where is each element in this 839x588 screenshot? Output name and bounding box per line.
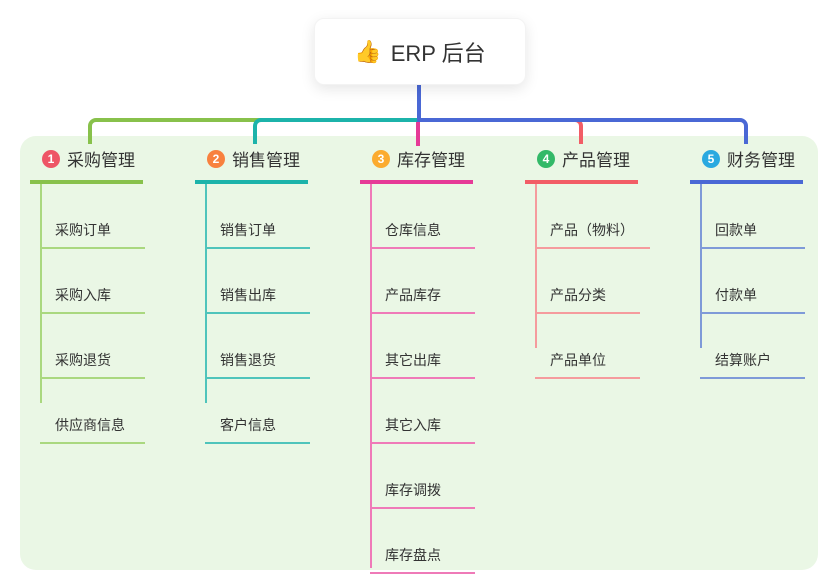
- branch-采购管理: 1 采购管理采购订单采购入库采购退货供应商信息: [30, 146, 145, 444]
- child-node[interactable]: 库存调拨: [370, 444, 475, 509]
- branch-number-badge: 1: [42, 149, 60, 168]
- branch-connector: [253, 118, 419, 144]
- child-node[interactable]: 产品分类: [535, 249, 640, 314]
- children-connector-line: [205, 184, 207, 403]
- branches-background-panel: [20, 136, 818, 570]
- child-node[interactable]: 其它出库: [370, 314, 475, 379]
- branch-node[interactable]: 2 销售管理: [195, 146, 308, 184]
- branch-财务管理: 5 财务管理回款单付款单结算账户: [690, 146, 805, 379]
- branch-number-badge: 3: [372, 149, 390, 168]
- branch-label: 库存管理: [397, 151, 465, 170]
- child-node[interactable]: 回款单: [700, 184, 805, 249]
- child-node[interactable]: 销售订单: [205, 184, 310, 249]
- child-node[interactable]: 付款单: [700, 249, 805, 314]
- branch-children: 产品（物料）产品分类产品单位: [535, 184, 650, 379]
- child-node[interactable]: 销售出库: [205, 249, 310, 314]
- branch-connector: [88, 118, 419, 144]
- child-node[interactable]: 产品单位: [535, 314, 640, 379]
- children-connector-line: [700, 184, 702, 348]
- children-connector-line: [40, 184, 42, 403]
- children-connector-line: [535, 184, 537, 348]
- branch-children: 仓库信息产品库存其它出库其它入库库存调拨库存盘点出库库明细: [370, 184, 475, 588]
- branch-number-badge: 4: [537, 149, 555, 168]
- child-node[interactable]: 采购退货: [40, 314, 145, 379]
- branch-销售管理: 2 销售管理销售订单销售出库销售退货客户信息: [195, 146, 310, 444]
- branch-node[interactable]: 1 采购管理: [30, 146, 143, 184]
- branch-label: 财务管理: [727, 151, 795, 170]
- root-connector: [417, 83, 421, 122]
- branch-label: 销售管理: [232, 151, 300, 170]
- branch-node[interactable]: 4 产品管理: [525, 146, 638, 184]
- branch-number-badge: 5: [702, 149, 720, 168]
- root-node-label: ERP 后台: [390, 40, 486, 66]
- branch-label: 采购管理: [67, 151, 135, 170]
- child-node[interactable]: 产品（物料）: [535, 184, 650, 249]
- thumbs-up-icon: 👍: [354, 38, 382, 64]
- branch-connector: [419, 118, 748, 144]
- child-node[interactable]: 仓库信息: [370, 184, 475, 249]
- branch-children: 销售订单销售出库销售退货客户信息: [205, 184, 310, 444]
- child-node[interactable]: 结算账户: [700, 314, 805, 379]
- branch-connector: [416, 118, 420, 146]
- branch-产品管理: 4 产品管理产品（物料）产品分类产品单位: [525, 146, 650, 379]
- branch-库存管理: 3 库存管理仓库信息产品库存其它出库其它入库库存调拨库存盘点出库库明细: [360, 146, 475, 588]
- branch-children: 回款单付款单结算账户: [700, 184, 805, 379]
- child-node[interactable]: 销售退货: [205, 314, 310, 379]
- child-node[interactable]: 采购入库: [40, 249, 145, 314]
- branch-node[interactable]: 3 库存管理: [360, 146, 473, 184]
- child-node[interactable]: 库存盘点: [370, 509, 475, 574]
- child-node[interactable]: 供应商信息: [40, 379, 145, 444]
- child-node[interactable]: 其它入库: [370, 379, 475, 444]
- root-node[interactable]: 👍 ERP 后台: [314, 18, 526, 85]
- children-connector-line: [370, 184, 372, 568]
- branch-label: 产品管理: [562, 151, 630, 170]
- child-node[interactable]: 客户信息: [205, 379, 310, 444]
- branch-number-badge: 2: [207, 149, 225, 168]
- branch-children: 采购订单采购入库采购退货供应商信息: [40, 184, 145, 444]
- child-node[interactable]: 出库库明细: [370, 574, 475, 588]
- child-node[interactable]: 产品库存: [370, 249, 475, 314]
- child-node[interactable]: 采购订单: [40, 184, 145, 249]
- branch-node[interactable]: 5 财务管理: [690, 146, 803, 184]
